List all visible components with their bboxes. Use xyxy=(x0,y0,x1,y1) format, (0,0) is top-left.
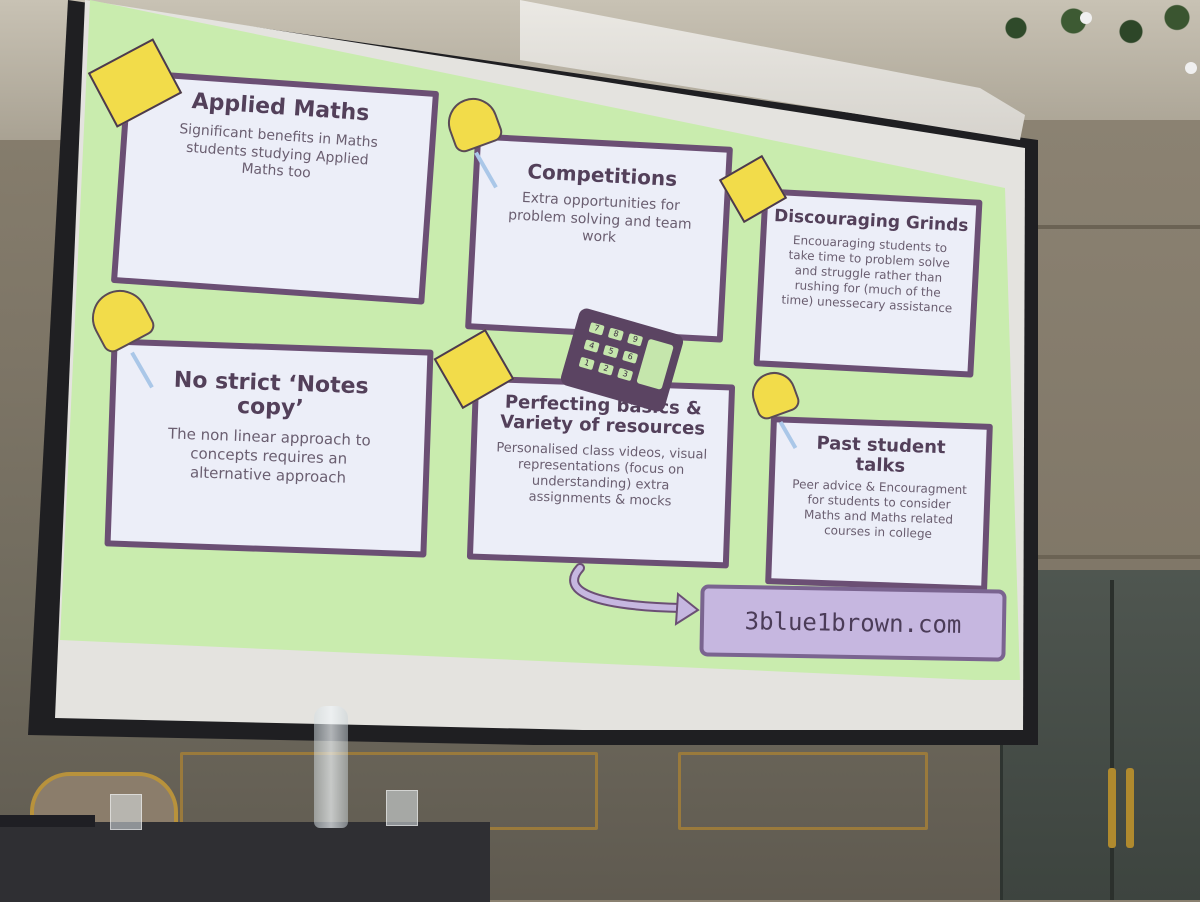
wall-line xyxy=(1000,225,1200,229)
curved-arrow-icon xyxy=(569,563,700,626)
card-no-strict-notes: No strict ‘Notes copy’ The non linear ap… xyxy=(104,338,434,558)
calculator-display xyxy=(636,338,674,390)
calculator-key: 8 xyxy=(607,327,624,342)
card-title: Discouraging Grinds xyxy=(773,206,969,237)
ornament xyxy=(1080,12,1092,24)
card-body: Significant benefits in Maths students s… xyxy=(178,121,379,182)
glass xyxy=(386,790,418,826)
christmas-garland xyxy=(970,0,1200,70)
glass xyxy=(110,794,142,830)
calculator-key: 9 xyxy=(626,333,644,347)
card-body: Encouaraging students to take time to pr… xyxy=(781,232,953,316)
wall-molding xyxy=(678,752,928,830)
table xyxy=(0,822,490,902)
card-title: No strict ‘Notes copy’ xyxy=(173,367,370,422)
calculator-key: 2 xyxy=(597,362,615,376)
calculator-key: 3 xyxy=(617,367,634,382)
calculator-key: 5 xyxy=(602,344,619,359)
calculator-key: 6 xyxy=(622,350,639,364)
calculator-key: 7 xyxy=(588,322,605,336)
door-handle xyxy=(1108,768,1116,848)
card-past-student-talks: Past student talks Peer advice & Encoura… xyxy=(765,416,993,592)
door-split xyxy=(1110,580,1114,900)
laptop xyxy=(0,815,95,827)
card-title: Competitions xyxy=(526,159,678,191)
card-body: The non linear approach to concepts requ… xyxy=(167,424,372,487)
calculator-key: 4 xyxy=(583,339,600,353)
card-title: Past student talks xyxy=(816,432,946,477)
calculator-key: 1 xyxy=(578,356,595,371)
door-handle xyxy=(1126,768,1134,848)
card-body: Peer advice & Encouragment for students … xyxy=(792,476,968,541)
link-3blue1brown: 3blue1brown.com xyxy=(699,584,1007,662)
card-body: Extra opportunities for problem solving … xyxy=(507,189,693,246)
card-discouraging-grinds: Discouraging Grinds Encouaraging student… xyxy=(753,188,983,378)
card-title: Perfecting basics & Variety of resources xyxy=(499,391,706,440)
water-bottle xyxy=(314,706,348,828)
ornament xyxy=(1185,62,1197,74)
card-body: Personalised class videos, visual repres… xyxy=(496,439,708,510)
wall-line xyxy=(1000,555,1200,559)
card-perfecting-basics: Perfecting basics & Variety of resources… xyxy=(466,375,736,569)
